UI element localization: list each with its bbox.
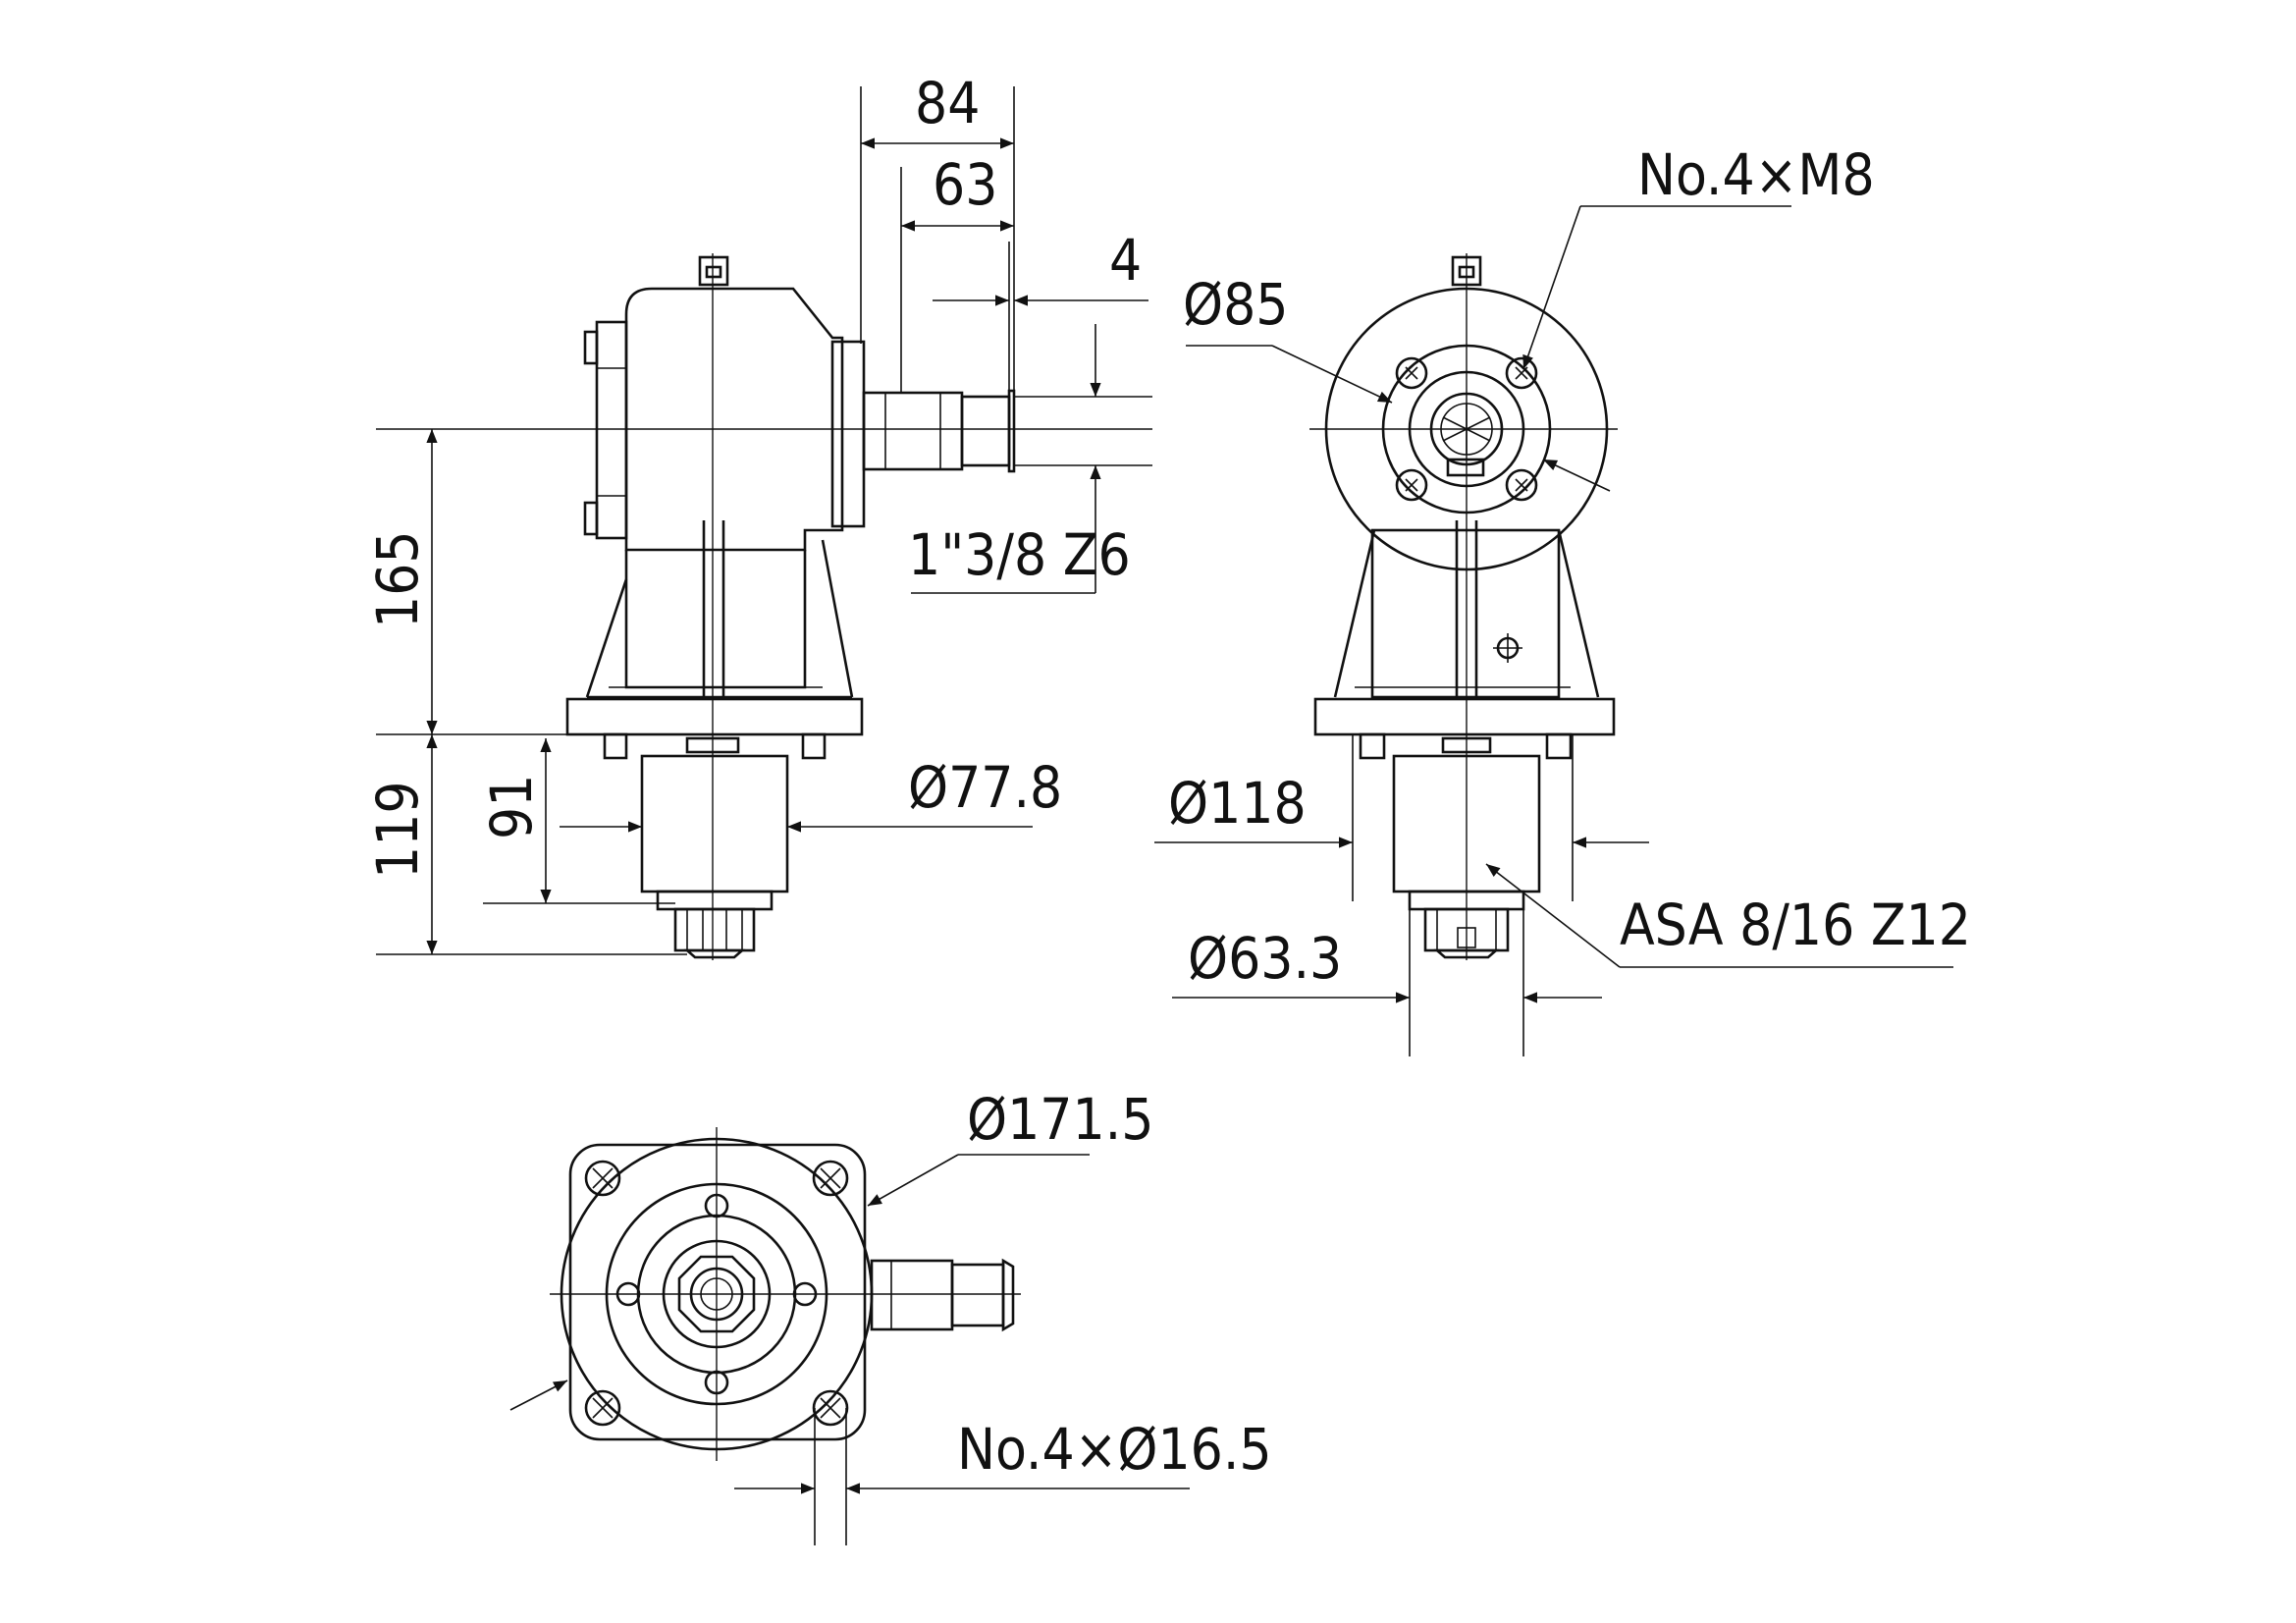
hole-spec-label: No.4×Ø16.5 [957,1416,1272,1483]
dim-91: 91 [478,775,545,839]
dim-84: 84 [915,70,980,136]
dim-diameter-118: Ø118 [1168,770,1307,837]
dim-diameter-77-8: Ø77.8 [908,754,1062,821]
shaft-spec-label: 1"3/8 Z6 [908,521,1131,588]
dim-diameter-85: Ø85 [1183,271,1288,338]
dim-119: 119 [364,781,431,879]
dim-diameter-63-3: Ø63.3 [1188,925,1342,992]
dim-4: 4 [1109,227,1142,294]
side-view [560,253,1152,960]
top-view [550,1127,1021,1461]
front-view-dimensions: Ø85 No.4×M8 Ø118 ASA 8/16 Z12 Ø63.3 [1154,141,1971,1056]
dim-63: 63 [933,151,997,218]
spline-spec-label: ASA 8/16 Z12 [1620,892,1971,958]
front-view [1309,253,1618,960]
dim-165: 165 [364,530,431,628]
bolt-spec-label: No.4×M8 [1637,141,1875,208]
top-view-dimensions: Ø171.5 No.4×Ø16.5 [509,1086,1272,1545]
dim-diameter-171-5: Ø171.5 [967,1086,1153,1153]
side-view-dimensions: 84 63 4 1"3/8 Z6 165 119 91 Ø77.8 [364,70,1152,955]
